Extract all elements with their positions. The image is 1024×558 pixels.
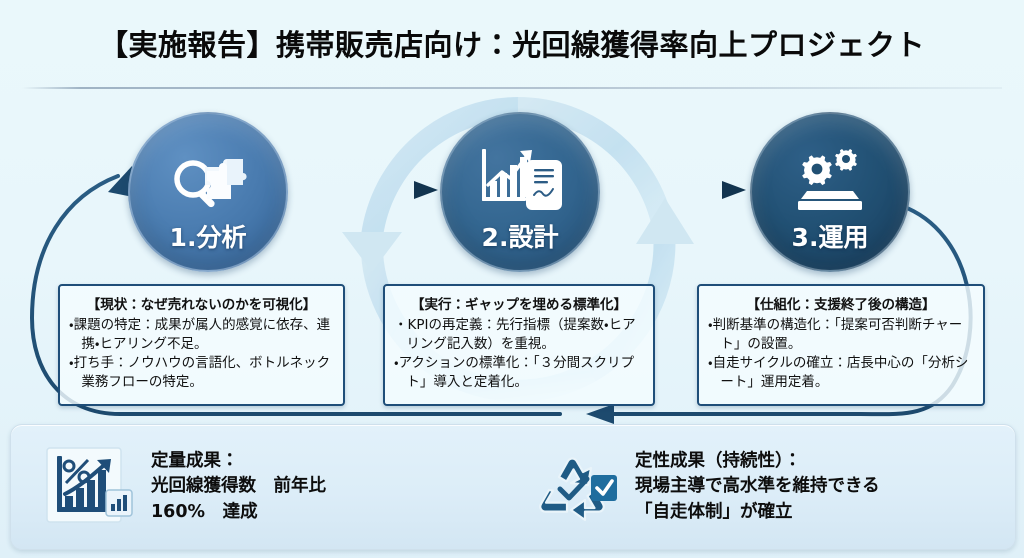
result-line: 160% 達成 [151,501,258,522]
percent-growth-chart-icon [41,443,137,531]
detail-box-title: 【現状：なぜ売れないのかを可視化】 [86,297,317,313]
detail-box-bullets: ・KPIの再定義：先行指標（提案数・ヒアリング記入数）を重視。 ・アクションの標… [394,316,644,393]
title-divider [22,87,1002,89]
detail-box-systemization: 【仕組化：支援終了後の構造】 ・判断基準の構造化：「提案可否判断チャート」の設置… [697,284,985,406]
result-line: 定性成果（持続性）： [635,451,802,472]
arrow-design-to-operation [604,181,746,199]
check-badge [591,475,617,501]
step-circle-operation[interactable]: 3.運用 [750,112,910,272]
step-label-design: 2.設計 [481,223,559,252]
detail-box-current-state: 【現状：なぜ売れないのかを可視化】 ・課題の特定：成果が属人的感覚に依存、連携・… [58,284,345,406]
magnifier-puzzle-icon [164,140,252,216]
list-item: ・自走サイクルの確立：店長中心の「分析シート」運用定着。 [708,355,969,391]
list-item: ・打ち手：ノウハウの言語化、ボトルネック業務フローの特定。 [69,355,331,391]
growth-chart-document-icon [476,140,564,216]
result-line: 定量成果： [151,451,239,472]
step-circle-design[interactable]: 2.設計 [440,112,600,272]
list-item: ・判断基準の構造化：「提案可否判断チャート」の設置。 [708,317,963,353]
result-line: 光回線獲得数 前年比 [151,476,326,497]
result-line: 現場主導で高水準を維持できる [635,476,880,497]
step-label-analysis: 1.分析 [169,223,247,252]
recycle-check-icon [525,443,621,531]
detail-box-title: 【仕組化：支援終了後の構造】 [746,297,936,313]
list-item: ・課題の特定：成果が属人的感覚に依存、連携・ヒアリング不足。 [69,317,331,353]
detail-box-bullets: ・判断基準の構造化：「提案可否判断チャート」の設置。 ・自走サイクルの確立：店長… [708,316,974,393]
result-quantitative-text: 定量成果： 光回線獲得数 前年比 160% 達成 [151,449,326,525]
result-qualitative-text: 定性成果（持続性）： 現場主導で高水準を維持できる 「自走体制」が確立 [635,449,880,525]
page-title: 【実施報告】携帯販売店向け：光回線獲得率向上プロジェクト [98,28,925,62]
step-label-operation: 3.運用 [791,223,869,252]
result-qualitative: 定性成果（持続性）： 現場主導で高水準を維持できる 「自走体制」が確立 [511,443,1011,531]
arrow-analysis-to-design [296,181,438,199]
detail-box-execution: 【実行：ギャップを埋める標準化】 ・KPIの再定義：先行指標（提案数・ヒアリング… [383,284,655,406]
results-panel: 定量成果： 光回線獲得数 前年比 160% 達成 [10,424,1016,550]
page-title-container: 【実施報告】携帯販売店向け：光回線獲得率向上プロジェクト [0,22,1024,64]
gears-platform-icon [786,140,874,216]
list-item: ・アクションの標準化：「３分間スクリプト」導入と定着化。 [394,355,635,391]
step-circle-analysis[interactable]: 1.分析 [128,112,288,272]
result-quantitative: 定量成果： 光回線獲得数 前年比 160% 達成 [11,443,511,531]
detail-box-bullets: ・課題の特定：成果が属人的感覚に依存、連携・ヒアリング不足。 ・打ち手：ノウハウ… [69,316,334,393]
detail-box-title: 【実行：ギャップを埋める標準化】 [411,297,627,313]
list-item: ・KPIの再定義：先行指標（提案数・ヒアリング記入数）を重視。 [394,317,636,353]
result-line: 「自走体制」が確立 [635,501,793,522]
